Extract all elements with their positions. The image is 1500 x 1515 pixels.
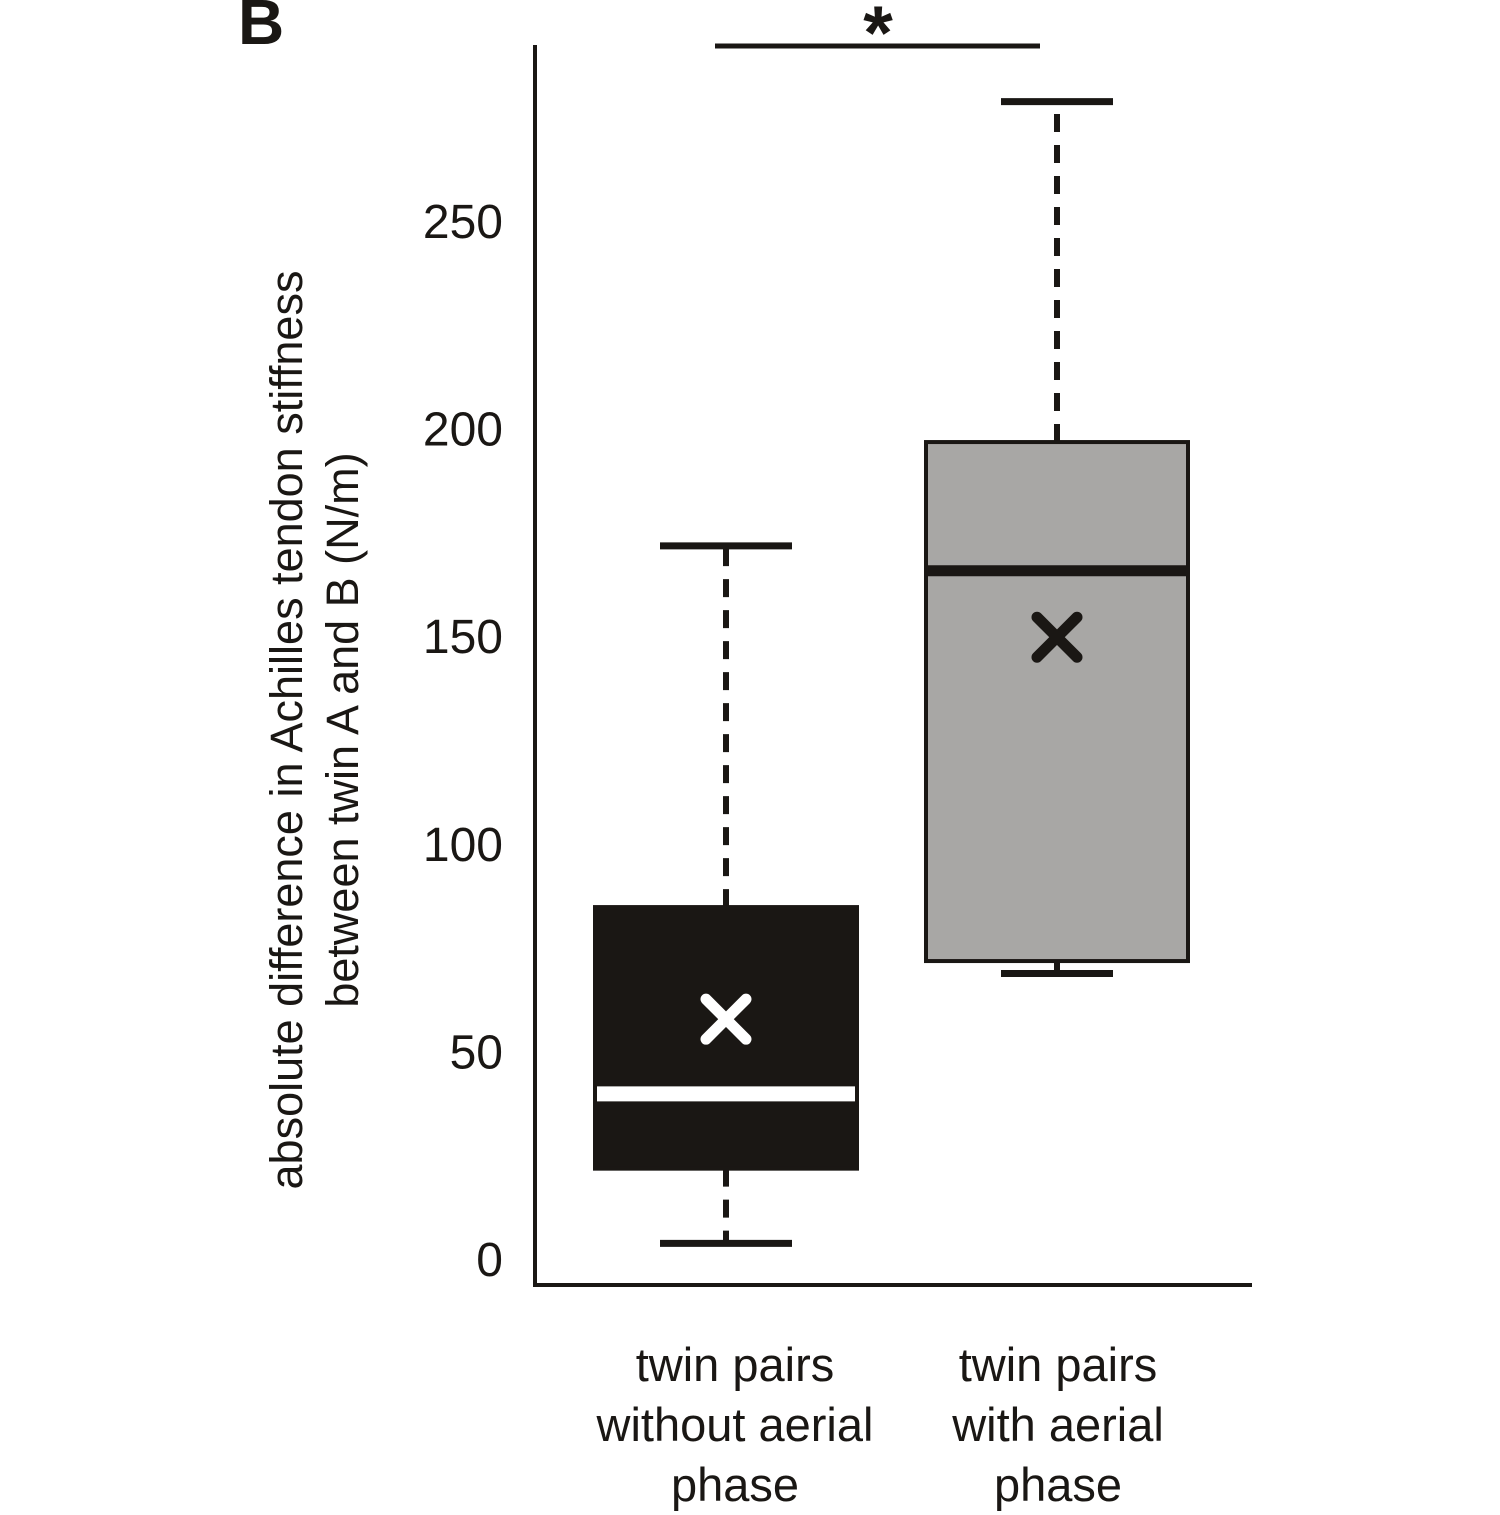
category-label-with-aerial-phase: twin pairs with aerial phase: [798, 1335, 1318, 1515]
category-label-line: twin pairs: [635, 1338, 835, 1391]
mean-x-marker: [700, 993, 752, 1045]
mean-x-marker: [1031, 611, 1083, 663]
category-label-line: with aerial: [952, 1398, 1164, 1451]
iqr-box: [593, 905, 859, 1171]
y-tick-label-250: 250: [423, 196, 503, 249]
category-label-line: without aerial: [596, 1398, 874, 1451]
panel-label: B: [238, 0, 285, 58]
y-tick-label-100: 100: [423, 819, 503, 872]
y-tick-label-200: 200: [423, 404, 503, 457]
category-label-line: twin pairs: [958, 1338, 1158, 1391]
significance-asterisk: *: [863, 0, 893, 76]
iqr-box: [924, 440, 1190, 964]
y-tick-label-0: 0: [476, 1234, 503, 1287]
y-tick-label-150: 150: [423, 611, 503, 664]
category-label-line: phase: [993, 1458, 1123, 1511]
y-tick-label-50: 50: [450, 1026, 503, 1079]
